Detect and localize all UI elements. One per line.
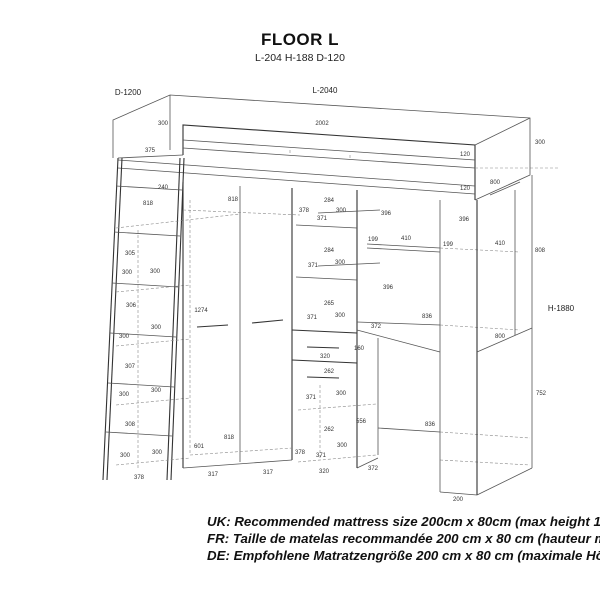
product-dimensions: L-204 H-188 D-120 bbox=[255, 52, 345, 64]
dim-label: 378 bbox=[134, 475, 145, 481]
dim-label: 396 bbox=[383, 285, 394, 291]
note-de: DE: Empfohlene Matratzengröße 200 cm x 8… bbox=[207, 548, 600, 563]
dim-label: 300 bbox=[150, 269, 161, 275]
dim-label: 120 bbox=[460, 152, 471, 158]
dim-label: 410 bbox=[401, 236, 412, 242]
dim-label: 556 bbox=[356, 419, 367, 425]
dim-label: 601 bbox=[194, 444, 205, 450]
desk bbox=[356, 243, 531, 466]
dim-label: 300 bbox=[119, 334, 130, 340]
dim-label: 320 bbox=[320, 354, 331, 360]
dim-label: 752 bbox=[536, 391, 547, 397]
dim-label: 306 bbox=[126, 303, 137, 309]
dim-label: 300 bbox=[335, 260, 346, 266]
dim-label: 300 bbox=[336, 391, 347, 397]
dim-label: 300 bbox=[119, 392, 130, 398]
right-leg-panel bbox=[439, 175, 533, 496]
dim-label: 317 bbox=[263, 470, 274, 476]
dim-label: 808 bbox=[535, 248, 546, 254]
dim-label: 396 bbox=[459, 217, 470, 223]
dim-label: 300 bbox=[535, 140, 546, 146]
dim-label: 836 bbox=[422, 314, 433, 320]
dim-label: 240 bbox=[158, 185, 169, 191]
dim-label: 120 bbox=[460, 186, 471, 192]
length-label: L-2040 bbox=[313, 86, 338, 95]
dim-label: 372 bbox=[371, 324, 382, 330]
height-label: H-1880 bbox=[548, 304, 575, 313]
note-uk: UK: Recommended mattress size 200cm x 80… bbox=[207, 514, 600, 529]
depth-label: D-1200 bbox=[115, 88, 142, 97]
dim-label: 160 bbox=[354, 346, 365, 352]
dim-label: 300 bbox=[337, 443, 348, 449]
dim-label: 300 bbox=[151, 388, 162, 394]
dim-label: 284 bbox=[324, 248, 335, 254]
dim-label: 800 bbox=[490, 180, 501, 186]
dim-label: 396 bbox=[381, 211, 392, 217]
dim-label: 307 bbox=[125, 364, 136, 370]
dim-label: 300 bbox=[335, 313, 346, 319]
dim-label: 378 bbox=[299, 208, 310, 214]
dim-label: 818 bbox=[228, 197, 239, 203]
product-title: FLOOR L bbox=[260, 30, 340, 49]
dim-label: 800 bbox=[495, 334, 506, 340]
dim-label: 300 bbox=[152, 450, 163, 456]
dim-label: 199 bbox=[368, 237, 379, 243]
dim-label: 1274 bbox=[194, 308, 208, 314]
dim-label: 262 bbox=[324, 369, 335, 375]
dim-label: 300 bbox=[158, 121, 169, 127]
dim-label: 410 bbox=[495, 241, 506, 247]
dim-label: 371 bbox=[308, 263, 319, 269]
dim-label: 200 bbox=[453, 497, 464, 503]
dim-label: 262 bbox=[324, 427, 335, 433]
dim-label: 378 bbox=[295, 450, 306, 456]
dim-label: 300 bbox=[336, 208, 347, 214]
mattress-notes: UK: Recommended mattress size 200cm x 80… bbox=[207, 513, 600, 564]
dim-label: 284 bbox=[324, 198, 335, 204]
dim-label: 317 bbox=[208, 472, 219, 478]
dim-label: 320 bbox=[319, 469, 330, 475]
dim-label: 2002 bbox=[315, 121, 329, 127]
ladder bbox=[102, 157, 241, 481]
dim-label: 308 bbox=[125, 422, 136, 428]
dim-label: 372 bbox=[368, 466, 379, 472]
dim-label: 265 bbox=[324, 301, 335, 307]
dim-label: 371 bbox=[317, 216, 328, 222]
shelf-column bbox=[291, 190, 381, 469]
dim-label: 300 bbox=[120, 453, 131, 459]
dim-label: 818 bbox=[143, 201, 154, 207]
dim-label: 371 bbox=[306, 395, 317, 401]
dim-label: 836 bbox=[425, 422, 436, 428]
dim-label: 305 bbox=[125, 251, 136, 257]
dim-label: 300 bbox=[151, 325, 162, 331]
dim-label: 371 bbox=[307, 315, 318, 321]
dim-label: 300 bbox=[122, 270, 133, 276]
dim-label: 371 bbox=[316, 453, 327, 459]
dim-label: 199 bbox=[443, 242, 454, 248]
wardrobe bbox=[182, 182, 301, 469]
bed-frame bbox=[112, 94, 560, 201]
dim-label: 818 bbox=[224, 435, 235, 441]
note-fr: FR: Taille de matelas recommandée 200 cm… bbox=[207, 531, 600, 546]
dim-label: 375 bbox=[145, 148, 156, 154]
